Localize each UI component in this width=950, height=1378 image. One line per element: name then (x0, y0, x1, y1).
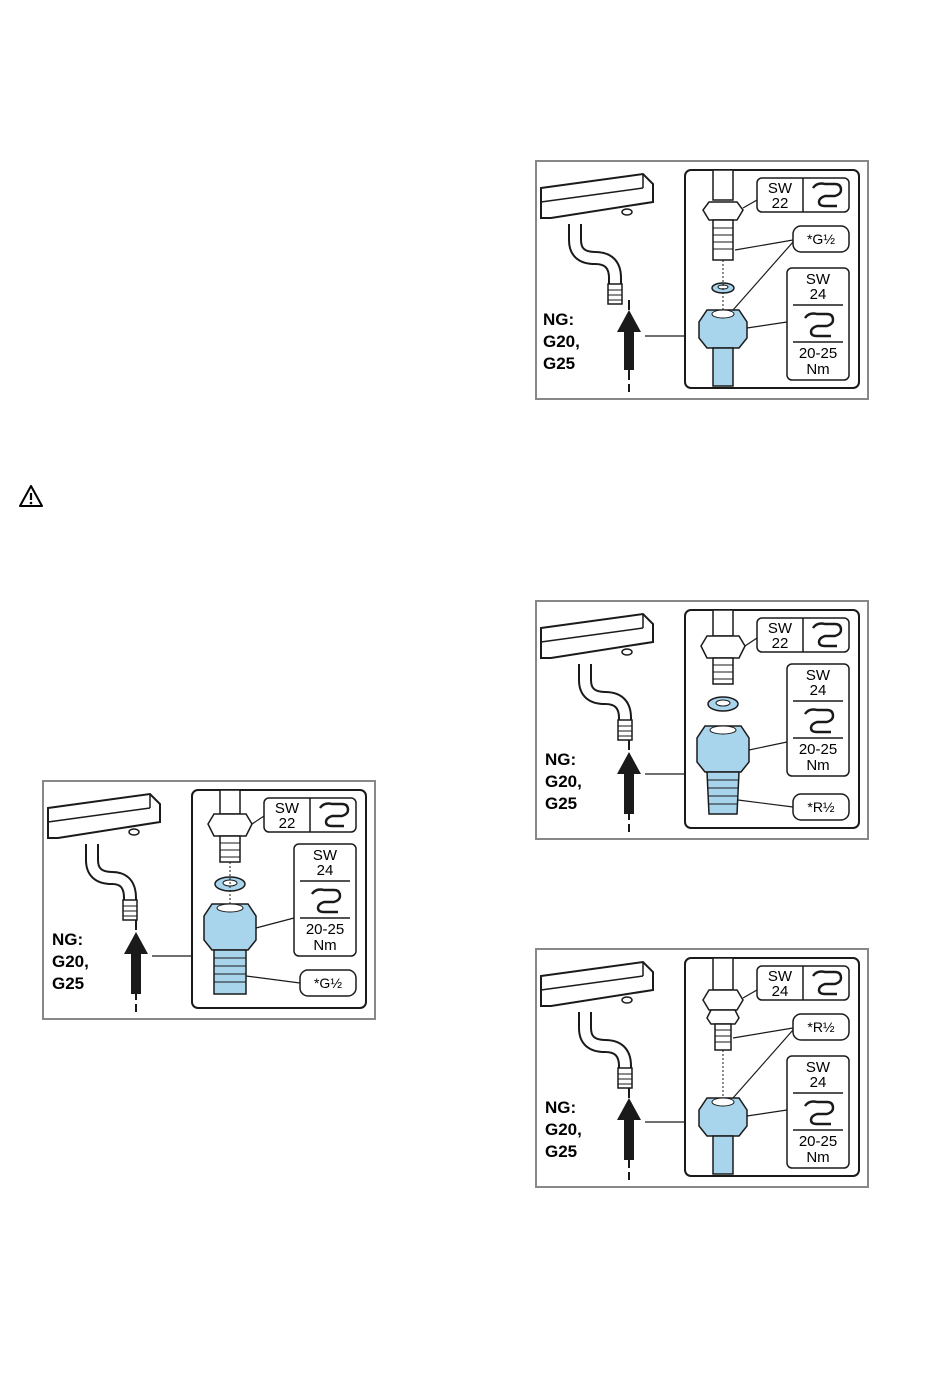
gas-type-label: NG: (545, 1098, 576, 1117)
gas-type-label: G25 (545, 1142, 577, 1161)
warning-triangle-icon (18, 484, 44, 508)
torque-label: Nm (806, 1149, 829, 1166)
torque-label: 20-25 (306, 921, 344, 938)
figure-connection-r-half-hose: NG: G20, G25 SW 24 *R½ SW 24 20-25 Nm (535, 948, 869, 1188)
wrench-size-label: 22 (772, 635, 789, 652)
gas-type-label: G20, (545, 772, 582, 791)
figure-connection-g-half-adapter: NG: G20, G25 SW 22 SW 24 20-25 Nm *G½ (42, 780, 376, 1020)
torque-label: 20-25 (799, 1133, 837, 1150)
wrench-size-label: 24 (317, 862, 334, 879)
gas-type-label: G20, (545, 1120, 582, 1139)
thread-size-label: *G½ (807, 231, 835, 247)
gas-type-label: NG: (545, 750, 576, 769)
wrench-size-label: 24 (810, 682, 827, 699)
wrench-size-label: 22 (279, 815, 296, 832)
thread-size-label: *R½ (807, 1019, 835, 1035)
gas-type-label: G25 (52, 974, 84, 993)
torque-label: Nm (806, 361, 829, 378)
gas-type-label: G25 (545, 794, 577, 813)
thread-size-label: *G½ (314, 975, 342, 991)
wrench-size-label: 22 (772, 195, 789, 212)
gas-type-label: NG: (543, 310, 574, 329)
gas-type-label: G25 (543, 354, 575, 373)
wrench-size-label: 24 (810, 1074, 827, 1091)
torque-label: Nm (806, 757, 829, 774)
torque-label: 20-25 (799, 345, 837, 362)
figure-connection-g-half-hose: NG: G20, G25 SW 22 *G½ SW 24 20-25 Nm (535, 160, 869, 400)
wrench-size-label: 24 (772, 983, 789, 1000)
wrench-size-label: 24 (810, 286, 827, 303)
thread-size-label: *R½ (807, 799, 835, 815)
figure-connection-r-half-adapter: NG: G20, G25 SW 22 SW 24 20-25 Nm *R½ (535, 600, 869, 840)
gas-type-label: G20, (543, 332, 580, 351)
torque-label: 20-25 (799, 741, 837, 758)
gas-type-label: NG: (52, 930, 83, 949)
gas-type-label: G20, (52, 952, 89, 971)
torque-label: Nm (313, 937, 336, 954)
